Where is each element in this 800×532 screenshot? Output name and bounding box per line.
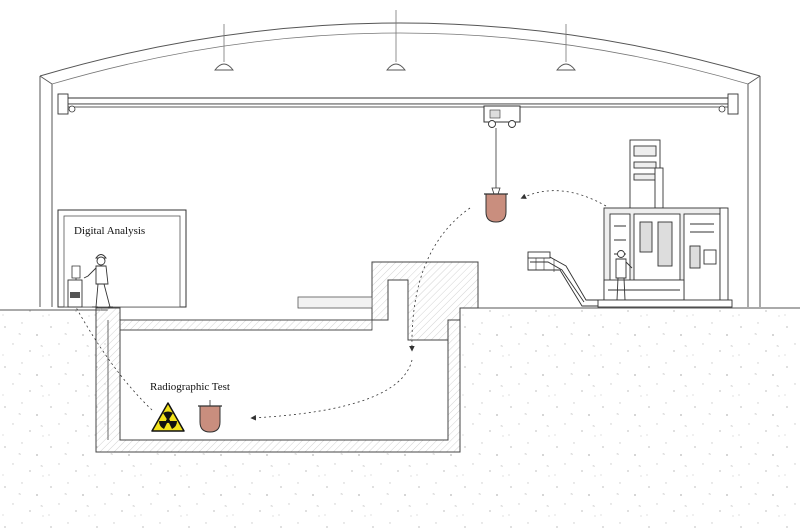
- building-shell: [39, 10, 761, 307]
- right-wall: [747, 76, 761, 307]
- digital-analysis-label: Digital Analysis: [74, 225, 145, 237]
- radiographic-test-label: Radiographic Test: [150, 381, 230, 393]
- radiation-hazard-icon: [151, 402, 185, 432]
- process-flow-arrows: [71, 190, 607, 421]
- digital-analysis-room: Digital Analysis: [57, 209, 187, 308]
- worker-figure-icon: [615, 250, 633, 301]
- worker-figure-icon: [83, 254, 113, 308]
- ceiling-lamp-icon: [214, 24, 234, 71]
- vertical-lathe-machine: [597, 139, 733, 308]
- sample-container-icon: [198, 400, 222, 433]
- roof-arch-outer: [39, 22, 761, 77]
- computer-desk: [67, 265, 83, 308]
- sample-container-icon: [484, 193, 508, 223]
- flow-crane-to-pit: [409, 207, 471, 352]
- crane-trolley: [483, 105, 521, 128]
- radiographic-test-area: Radiographic Test: [150, 381, 230, 433]
- ceiling-lamp-icon: [386, 10, 406, 71]
- flow-machine-to-crane: [520, 190, 607, 207]
- overhead-crane: [57, 93, 739, 195]
- ceiling-lamp-icon: [556, 24, 576, 71]
- roof-arch-inner: [51, 32, 749, 85]
- ground: [0, 307, 800, 532]
- left-wall: [39, 76, 53, 307]
- underground-pit: [95, 261, 479, 453]
- ground-surface-line: [0, 307, 800, 311]
- flow-pit-to-xray: [250, 359, 413, 421]
